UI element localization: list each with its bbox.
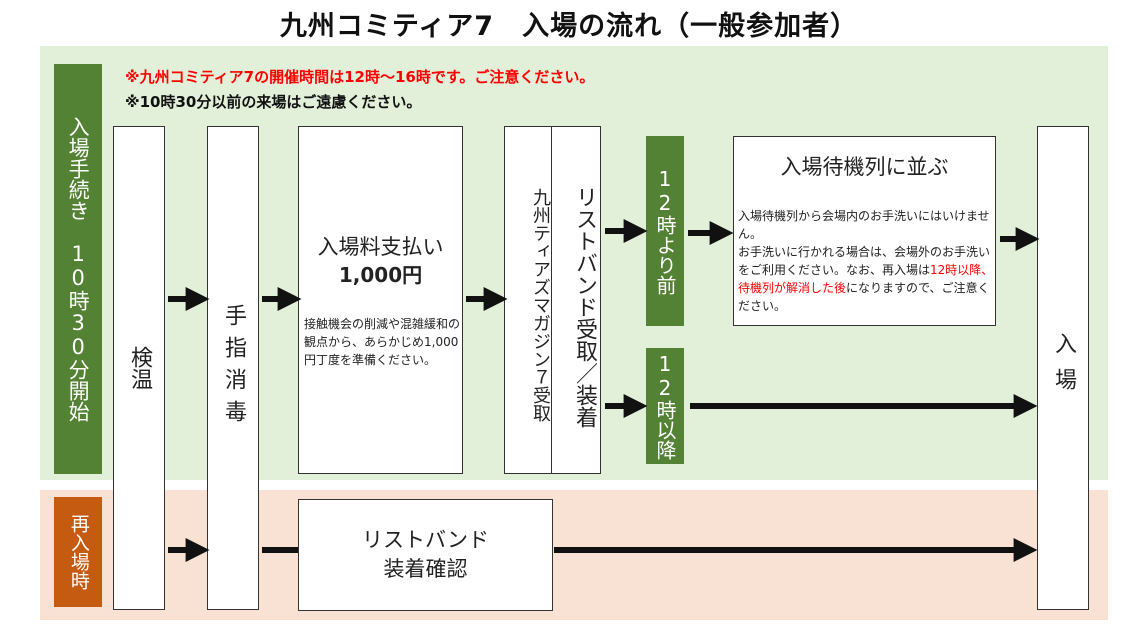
hand-disinfect-box: 手指消毒 bbox=[207, 126, 259, 610]
before-noon-label: 12時より前 bbox=[646, 136, 684, 326]
hand-disinfect-label: 手指消毒 bbox=[221, 304, 246, 432]
waiting-queue-note: 入場待機列から会場内のお手洗いにはいけません。 お手洗いに行かれる場合は、会場外… bbox=[738, 207, 996, 315]
waiting-queue-box: 入場待機列に並ぶ 入場待機列から会場内のお手洗いにはいけません。 お手洗いに行か… bbox=[733, 136, 996, 326]
queue-note-restroom: 入場待機列から会場内のお手洗いにはいけません。 bbox=[738, 209, 990, 241]
magazine-pickup-label: 九州ティアズマガジン７受取 bbox=[530, 188, 551, 422]
wristband-check-line-2: 装着確認 bbox=[383, 557, 468, 581]
fee-note: 接触機会の削減や混雑緩和の観点から、あらかじめ1,000円丁度を準備ください。 bbox=[304, 317, 461, 367]
wristband-pickup-box: リストバンド受取／装着 bbox=[551, 126, 601, 474]
temperature-check-box: 検温 bbox=[113, 126, 165, 610]
temperature-check-label: 検温 bbox=[127, 346, 152, 390]
page-title: 九州コミティア7 入場の流れ（一般参加者） bbox=[279, 11, 859, 42]
wristband-pickup-label: リストバンド受取／装着 bbox=[572, 186, 597, 428]
fee-price: 1,000円 bbox=[338, 263, 423, 287]
queue-note-reentry-a: お手洗いに行かれる場合は、会場外のお手洗いをご利用ください。なお、再入場は bbox=[738, 245, 991, 277]
entry-procedure-label: 入場手続き 10時30分開始 bbox=[54, 64, 102, 474]
queue-note-reentry-highlight: 12時以降、待機列が解消した後 bbox=[738, 263, 994, 295]
magazine-pickup-box: 九州ティアズマガジン７受取 bbox=[504, 126, 552, 474]
notice-arrival-time: ※10時30分以前の来場はご遠慮ください。 bbox=[125, 93, 422, 111]
reentry-label: 再入場時 bbox=[54, 497, 102, 607]
entrance-label: 入場 bbox=[1051, 332, 1076, 404]
after-noon-label: 12時以降 bbox=[646, 348, 684, 464]
fee-payment-title: 入場料支払い bbox=[317, 235, 444, 259]
queue-note-reentry-b: になりますので、ご注意ください。 bbox=[738, 281, 990, 313]
wristband-check-box: リストバンド 装着確認 bbox=[298, 499, 553, 611]
entrance-box: 入場 bbox=[1037, 126, 1089, 610]
wristband-check-line-1: リストバンド bbox=[361, 527, 490, 552]
fee-payment-box: 入場料支払い 1,000円 接触機会の削減や混雑緩和の観点から、あらかじめ1,0… bbox=[298, 126, 463, 474]
notice-opening-hours: ※九州コミティア7の開催時間は12時～16時です。ご注意ください。 bbox=[125, 68, 595, 86]
queue-note-reentry: お手洗いに行かれる場合は、会場外のお手洗いをご利用ください。なお、再入場は12時… bbox=[738, 243, 996, 315]
waiting-queue-title: 入場待機列に並ぶ bbox=[780, 155, 949, 179]
